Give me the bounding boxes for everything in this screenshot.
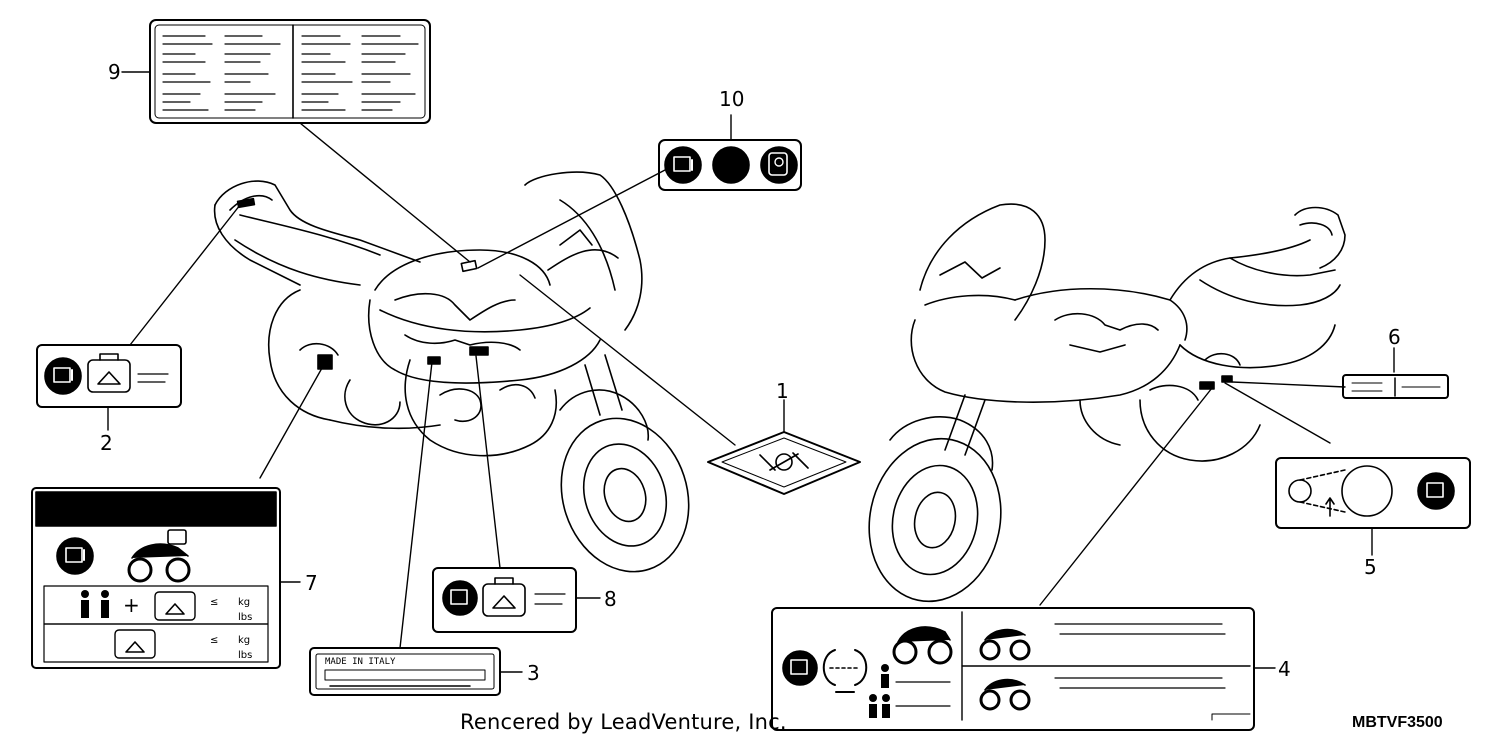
manual-icon [442, 580, 478, 616]
svg-text:≤: ≤ [210, 597, 218, 608]
motorcycle-icon [892, 626, 953, 665]
luggage-box-icon [154, 591, 196, 621]
manual-icon [44, 357, 82, 395]
callout-8: 8 [604, 587, 617, 611]
label-8-luggage-notice [432, 567, 577, 633]
motorcycle-left-illustration [213, 171, 690, 573]
callout-6: 6 [1388, 325, 1401, 349]
unit-lbs-2: lbs [238, 650, 252, 661]
luggage-box-icon [482, 583, 526, 617]
callout-5: 5 [1364, 555, 1377, 579]
callout-numbers: 1 2 3 4 5 6 7 8 9 10 [100, 60, 1401, 685]
callout-2: 2 [100, 431, 113, 455]
callout-4: 4 [1278, 657, 1291, 681]
credit-text: Rencered by LeadVenture, Inc. [460, 710, 787, 734]
label-5-chain-adjust [1275, 457, 1471, 529]
leader-lines [107, 71, 1395, 673]
two-riders-icon [81, 590, 109, 618]
callout-1: 1 [776, 379, 789, 403]
motorcycle-icon [979, 628, 1031, 661]
manual-icon [664, 146, 702, 184]
warning-dot-icon [712, 146, 750, 184]
manual-icon [56, 537, 94, 575]
label-10-icon-strip [658, 139, 802, 191]
label-4-tire-pressure [771, 607, 1255, 731]
plus-sign: + [123, 593, 140, 617]
motorcycle-right-illustration [868, 203, 1346, 603]
label-1-emblem [707, 431, 861, 495]
luggage-box-icon [114, 629, 156, 659]
unit-kg: kg [238, 597, 250, 608]
unit-lbs: lbs [238, 612, 252, 623]
callout-10: 10 [719, 87, 744, 111]
label-6-strip [1342, 374, 1449, 399]
motorcycle-with-box-icon [127, 529, 191, 583]
motorcycle-icon [979, 678, 1031, 711]
callout-7: 7 [305, 571, 318, 595]
manual-icon [1417, 472, 1455, 510]
label-9-info-sheet [149, 19, 431, 124]
rider-icon [869, 664, 890, 718]
callout-9: 9 [108, 60, 121, 84]
manual-icon [782, 650, 818, 686]
unit-kg-2: kg [238, 635, 250, 646]
svg-text:≤: ≤ [210, 635, 218, 646]
label-7-load-capacity: + ≤ kg lbs ≤ kg lbs [31, 487, 281, 669]
luggage-box-icon [87, 359, 131, 393]
diagram-code: MBTVF3500 [1352, 714, 1443, 731]
label-3-id-plate: MADE IN ITALY [309, 647, 501, 696]
label-2-luggage-notice [36, 344, 182, 408]
plate-text: MADE IN ITALY [325, 657, 396, 667]
callout-3: 3 [527, 661, 540, 685]
